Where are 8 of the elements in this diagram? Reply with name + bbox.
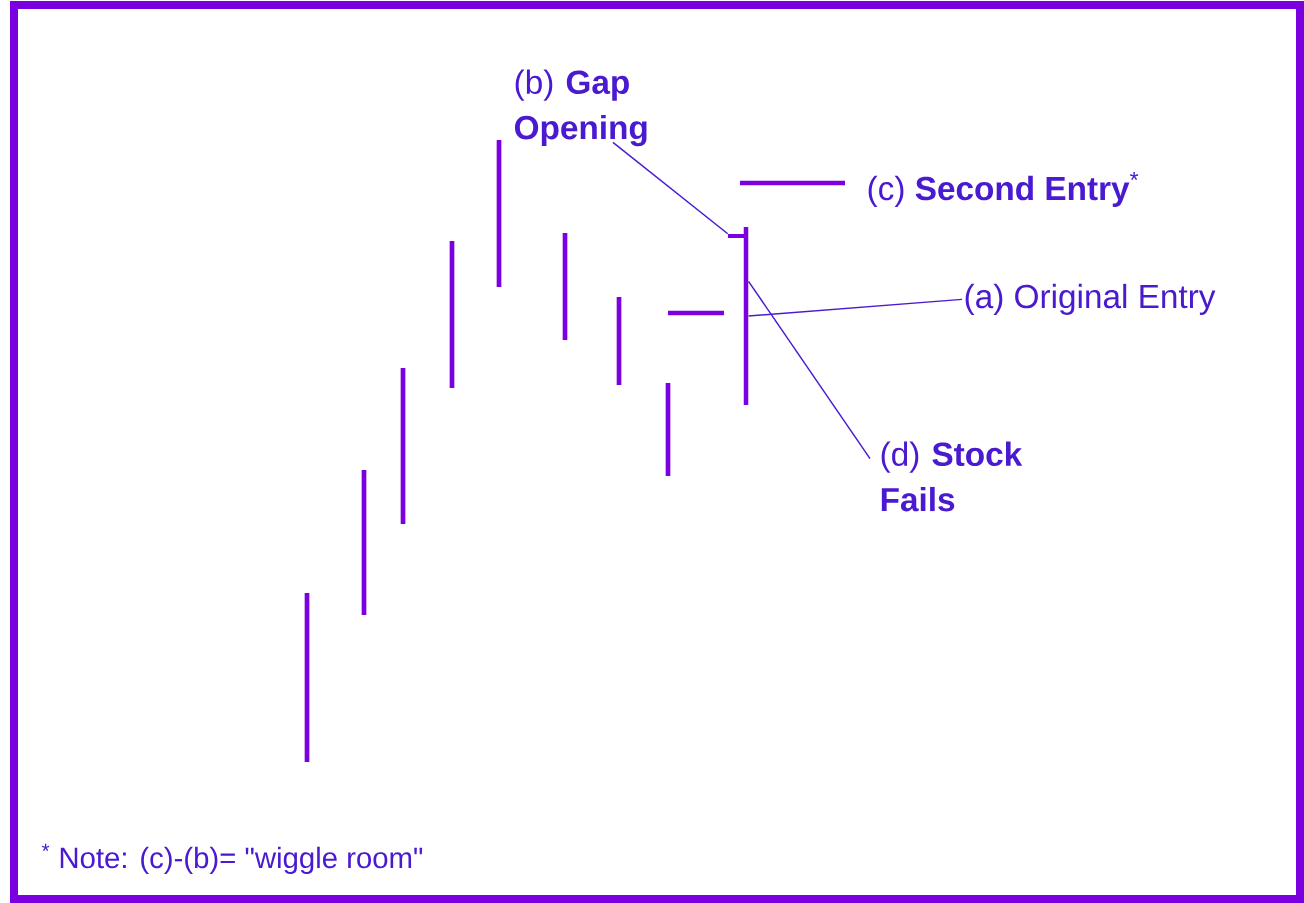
leader-line [747,298,963,317]
callout-label: (d) Stock Fails [881,441,1023,512]
callout-label: (a) Original Entry [965,283,1216,315]
callout-label: (b) Gap Opening [514,69,647,147]
footnote: $^{*}$ Note: (c)-(b)= "wiggle room" [41,843,423,875]
callout-label: (c) Second Entry$^{*}$ [868,171,1139,207]
leader-line [747,280,871,460]
leader-line [612,141,729,235]
